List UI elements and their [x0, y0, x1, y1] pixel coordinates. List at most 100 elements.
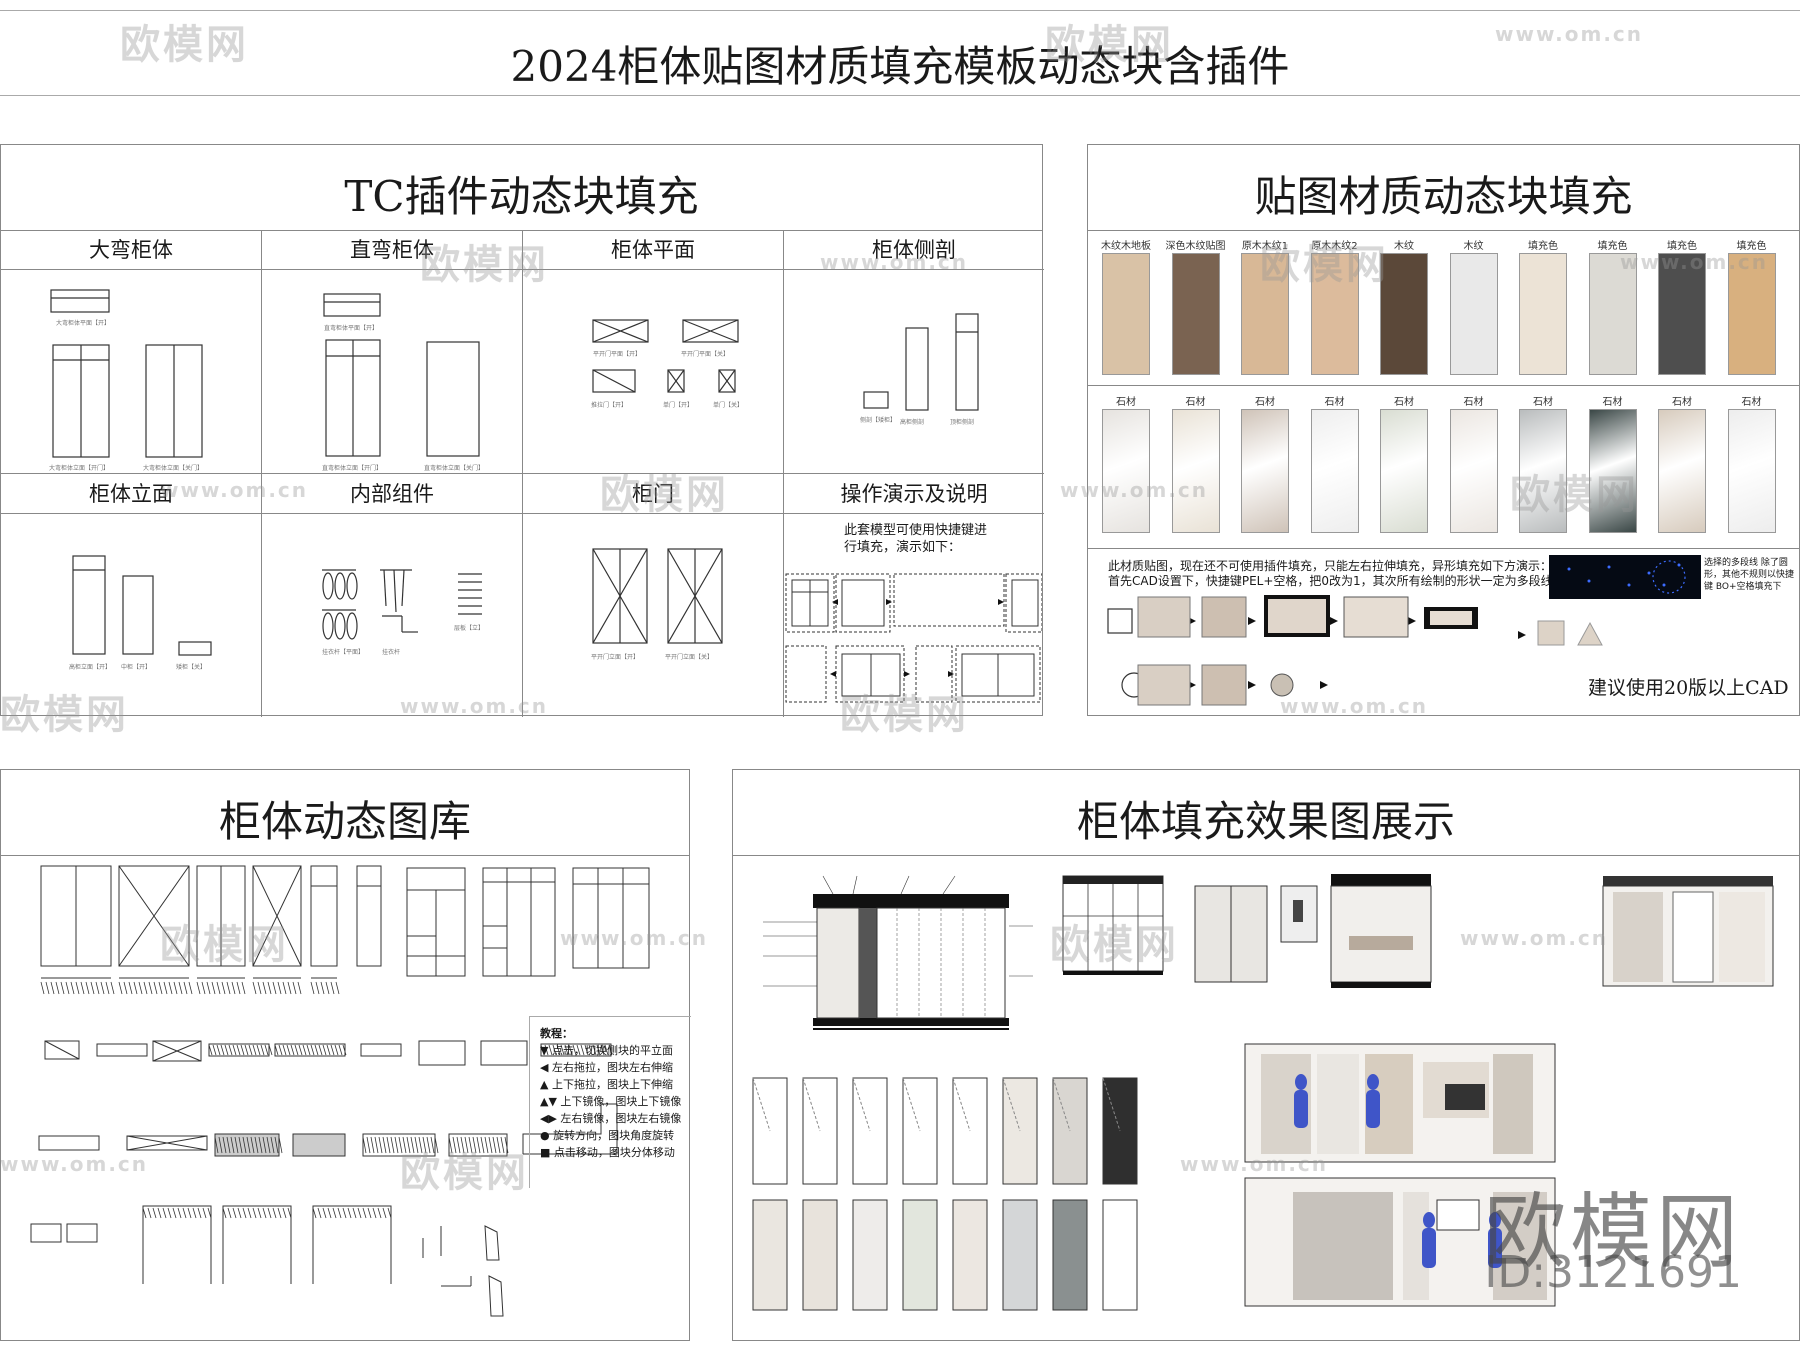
wood-swatch[interactable] — [1588, 253, 1637, 375]
wood-swatch-label: 木纹 — [1463, 241, 1484, 252]
stone-swatch[interactable] — [1102, 409, 1150, 533]
library-panel-title: 柜体动态图库 — [218, 797, 471, 846]
cabinet-door-drawing: 平开门立面【开】 平开门立面【关】 — [591, 548, 723, 661]
cell-title: 直弯柜体 — [262, 230, 522, 270]
wood-swatch[interactable] — [1310, 253, 1359, 375]
wood-swatch-label: 填充色 — [1736, 241, 1767, 252]
effect-panel: 柜体填充效果图展示 — [732, 769, 1800, 1341]
wood-swatch[interactable] — [1727, 253, 1776, 375]
tutorial-item: ● 旋转方向，图块角度旋转 — [540, 1129, 675, 1142]
svg-text:高柜侧剖: 高柜侧剖 — [900, 418, 924, 426]
cell-cabinet-elevation[interactable]: 柜体立面 高柜立面【开】中柜【开】矮柜【关】 — [1, 474, 262, 717]
stone-swatch[interactable] — [1588, 409, 1637, 533]
stone-swatch[interactable] — [1310, 409, 1359, 533]
svg-text:直弯柜体立面【关门】: 直弯柜体立面【关门】 — [424, 464, 484, 472]
cabinet-section-drawing: 侧剖【矮柜】高柜侧剖顶柜侧剖 — [860, 313, 979, 426]
straight-curve-cabinet-drawing: 直弯柜体平面【开】直弯柜体立面【开门】直弯柜体立面【关门】 — [322, 293, 484, 472]
cell-cabinet-plan[interactable]: 柜体平面 平开门平面【开】平开门平面【关】 推拉门【开】单门【开】单门【关】 — [523, 230, 784, 474]
material-panel-title: 贴图材质动态块填充 — [1254, 172, 1633, 221]
svg-text:矮柜【关】: 矮柜【关】 — [176, 663, 206, 671]
wood-swatch[interactable] — [1102, 253, 1150, 375]
wood-swatch-label: 木纹木地板 — [1101, 241, 1151, 252]
fill-demo-drawing — [1107, 595, 1478, 706]
cell-title: 柜门 — [523, 474, 783, 514]
cabinet-elevation-drawing: 高柜立面【开】中柜【开】矮柜【关】 — [69, 555, 212, 671]
wood-swatch[interactable] — [1380, 253, 1428, 375]
stone-swatch-label: 石材 — [1255, 397, 1275, 408]
svg-text:大弯柜体平面【开】: 大弯柜体平面【开】 — [56, 319, 110, 327]
stone-swatch-label: 石材 — [1394, 397, 1414, 408]
svg-text:平开门立面【开】: 平开门立面【开】 — [591, 653, 639, 661]
elevation-1 — [763, 875, 1033, 1030]
wood-swatch-label: 填充色 — [1667, 241, 1697, 252]
svg-text:层板【立】: 层板【立】 — [454, 624, 484, 632]
polyline-preview-dots — [1567, 560, 1686, 594]
stone-swatch[interactable] — [1727, 409, 1776, 533]
svg-text:大弯柜体立面【开门】: 大弯柜体立面【开门】 — [49, 464, 109, 472]
elevation-2 — [1062, 875, 1164, 975]
stone-swatch[interactable] — [1241, 409, 1289, 533]
effect-drawings — [752, 874, 1774, 1311]
material-note-line: 首先CAD设置下，快捷键PEL+空格，把0改为1，其次所有绘制的形状一定为多段线… — [1108, 574, 1589, 588]
cell-title: 操作演示及说明 — [784, 474, 1044, 514]
stone-swatch[interactable] — [1519, 409, 1567, 533]
wood-swatch-label: 填充色 — [1528, 241, 1558, 252]
stone-swatch-label: 石材 — [1533, 397, 1553, 408]
tutorial-item: ■ 点击移动，图块分体移动 — [540, 1146, 675, 1159]
wood-swatch[interactable] — [1171, 253, 1220, 375]
internal-components-drawing: 挂衣杆【平面】 挂衣杆 层板【立】 — [322, 569, 484, 656]
demo-flow-drawing — [785, 573, 1042, 703]
cabinet-plan-drawing: 平开门平面【开】平开门平面【关】 推拉门【开】单门【开】单门【关】 — [591, 319, 743, 409]
big-curve-cabinet-drawing: 大弯柜体平面【开】大弯柜体立面【开门】大弯柜体立面【关门】 — [49, 289, 203, 472]
library-title-divider — [1, 855, 689, 856]
wood-row-divider — [1088, 385, 1799, 386]
main-title-bar: 2024柜体贴图材质填充模板动态块含插件 — [0, 10, 1800, 96]
demo-note: 此套模型可使用快捷键进行填充，演示如下： — [844, 523, 988, 555]
brand-id: ID:3121691 — [1484, 1247, 1742, 1298]
wood-swatch-label: 填充色 — [1597, 241, 1628, 252]
effect-panel-title: 柜体填充效果图展示 — [1076, 797, 1455, 846]
library-drawing — [30, 865, 650, 1317]
svg-text:平开门立面【关】: 平开门立面【关】 — [665, 653, 713, 661]
cell-big-curve-cabinet[interactable]: 大弯柜体 大弯柜体平面【开】大弯柜体立面【开门】大弯柜体立面【关门】 — [1, 230, 262, 474]
page-title: 2024柜体贴图材质填充模板动态块含插件 — [510, 42, 1290, 91]
cell-cabinet-door[interactable]: 柜门 平开门立面【开】 平开门立面【关】 — [523, 474, 784, 717]
svg-text:推拉门【开】: 推拉门【开】 — [591, 401, 627, 409]
brand-watermark: 欧模网 — [1483, 1185, 1742, 1280]
wood-swatch-label: 深色木纹贴图 — [1165, 241, 1226, 252]
cell-title: 内部组件 — [262, 474, 522, 514]
tc-plugin-panel: TC插件动态块填充 大弯柜体 大弯柜体平面【开】大弯柜体立面【开门】大弯柜体立面… — [0, 144, 1044, 717]
svg-text:单门【开】: 单门【开】 — [663, 401, 693, 409]
cell-demo-instructions[interactable]: 操作演示及说明 此套模型可使用快捷键进行填充，演示如下： — [784, 474, 1044, 717]
wood-swatch[interactable] — [1241, 253, 1289, 375]
svg-text:直弯柜体立面【开门】: 直弯柜体立面【开门】 — [322, 464, 382, 472]
svg-text:单门【关】: 单门【关】 — [713, 401, 743, 409]
svg-text:挂衣杆: 挂衣杆 — [382, 648, 400, 656]
cell-cabinet-section[interactable]: 柜体侧剖 侧剖【矮柜】高柜侧剖顶柜侧剖 — [784, 230, 1044, 474]
material-panel: 贴图材质动态块填充 木纹木地板 深色木纹贴图 原木木纹1 原木木纹2 木纹 木纹 填充色 填充… — [1087, 144, 1800, 716]
wood-swatch-label: 木纹 — [1394, 241, 1414, 252]
svg-text:平开门平面【关】: 平开门平面【关】 — [681, 350, 729, 358]
stone-swatch-label: 石材 — [1602, 397, 1623, 408]
stone-swatch[interactable] — [1380, 409, 1428, 533]
cell-straight-curve-cabinet[interactable]: 直弯柜体 直弯柜体平面【开】直弯柜体立面【开门】直弯柜体立面【关门】 — [262, 230, 523, 474]
tutorial-item: ▲▼ 上下镜像，图块上下镜像 — [540, 1095, 682, 1108]
stone-swatch-label: 石材 — [1741, 397, 1762, 408]
material-title-divider — [1088, 230, 1799, 231]
svg-text:侧剖【矮柜】: 侧剖【矮柜】 — [860, 416, 896, 424]
cell-internal-components[interactable]: 内部组件 挂衣杆【平面】 挂衣杆 层板【立】 — [262, 474, 523, 717]
wood-swatch-label: 原木木纹1 — [1241, 241, 1289, 252]
stone-swatch[interactable] — [1658, 409, 1706, 533]
wood-swatch-label: 原木木纹2 — [1311, 241, 1358, 252]
stone-swatch[interactable] — [1449, 409, 1498, 533]
wood-swatch[interactable] — [1519, 253, 1567, 375]
version-advice: 建议使用20版以上CAD — [1588, 677, 1789, 699]
svg-text:挂衣杆【平面】: 挂衣杆【平面】 — [322, 648, 364, 656]
wood-swatch[interactable] — [1449, 253, 1498, 375]
wood-swatch[interactable] — [1658, 253, 1706, 375]
svg-text:高柜立面【开】: 高柜立面【开】 — [69, 663, 111, 671]
tutorial-item: ◀▶ 左右镜像，图块左右镜像 — [540, 1112, 682, 1125]
stone-swatch[interactable] — [1171, 409, 1220, 533]
library-panel: 柜体动态图库 — [0, 769, 691, 1341]
tutorial-item: ◀ 左右拖拉，图块左右伸缩 — [540, 1061, 673, 1074]
